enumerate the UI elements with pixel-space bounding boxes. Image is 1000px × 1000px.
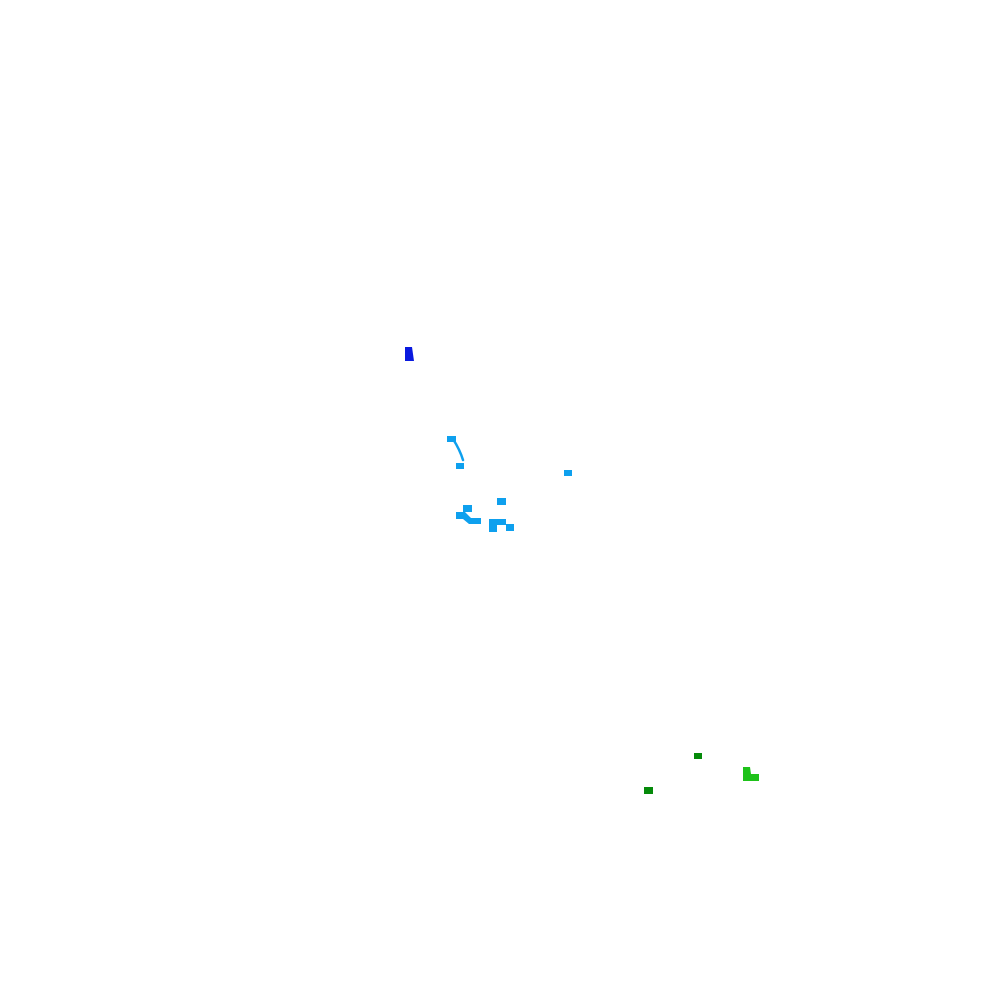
sky-blue-dot-1	[447, 436, 456, 442]
sky-blue-dot-6	[456, 512, 481, 524]
sky-blue-curve-1	[451, 437, 465, 462]
sky-blue-dot-4	[497, 498, 506, 505]
sky-blue-dot-3	[564, 470, 572, 476]
sky-blue-dot-5	[463, 505, 472, 512]
blue-marker-1	[405, 347, 414, 361]
green-dot-2	[644, 787, 653, 794]
sky-blue-dot-2	[456, 463, 464, 469]
sky-blue-dot-8	[506, 524, 514, 531]
green-dot-1	[694, 753, 702, 759]
bright-green-cluster-1	[743, 767, 759, 781]
sky-blue-dot-7	[489, 519, 506, 532]
